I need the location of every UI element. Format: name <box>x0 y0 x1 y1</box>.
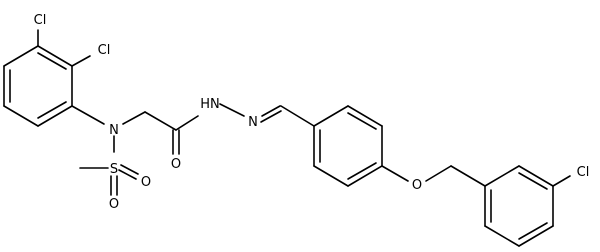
bond-c-cl <box>71 55 91 67</box>
atom-cl-right: Cl <box>577 165 590 180</box>
bond-ch-ring <box>280 105 315 127</box>
middle-benzene-ring <box>313 105 383 187</box>
bond <box>347 165 383 187</box>
bond-s-o <box>120 164 139 175</box>
double-bond-inner <box>518 222 548 240</box>
bond-n-ch <box>260 110 282 123</box>
bond <box>313 165 349 187</box>
atom-o-carbonyl: O <box>171 157 181 172</box>
atom-s-sulfonyl: S <box>110 162 118 177</box>
bond <box>3 105 39 127</box>
double-bond-inner <box>518 172 548 190</box>
atom-nh-hydrazide: HN <box>200 97 220 112</box>
bond <box>484 225 520 247</box>
bond <box>37 105 73 127</box>
bond-s-o <box>118 169 137 180</box>
bond <box>37 45 73 67</box>
chlorobenzene-ring <box>484 165 554 247</box>
bond-nh-n <box>219 103 245 117</box>
bond-n-ch <box>261 105 281 117</box>
bond-n-ch2 <box>122 111 146 125</box>
atom-cl-top: Cl <box>34 13 47 28</box>
atom-n-amine: N <box>109 123 119 138</box>
double-bond-inner <box>37 101 67 119</box>
bond <box>518 165 554 187</box>
bond <box>3 45 39 67</box>
atom-cl-mid: Cl <box>98 43 111 58</box>
atom-o-sulfonyl-right: O <box>141 175 151 190</box>
bond-c-n <box>71 105 105 125</box>
bond-ch2-ring <box>450 165 486 187</box>
bond-o-ch2 <box>425 165 452 182</box>
double-bond-inner <box>347 112 377 130</box>
bond-ch2-co <box>144 111 177 131</box>
atom-o-ether: O <box>412 178 422 193</box>
bond-c-cl <box>552 175 571 187</box>
bond <box>347 105 383 127</box>
dichlorophenyl-ring <box>3 45 73 127</box>
atom-n-imine: N <box>248 115 258 130</box>
bond-ring-o <box>381 165 409 182</box>
atom-o-sulfonyl-bottom: O <box>109 197 119 212</box>
bond <box>484 165 520 187</box>
bond <box>518 225 554 247</box>
bond-c-nh <box>175 115 199 131</box>
double-bond-inner <box>347 162 377 180</box>
bond <box>313 105 349 127</box>
double-bond-inner <box>37 52 67 70</box>
